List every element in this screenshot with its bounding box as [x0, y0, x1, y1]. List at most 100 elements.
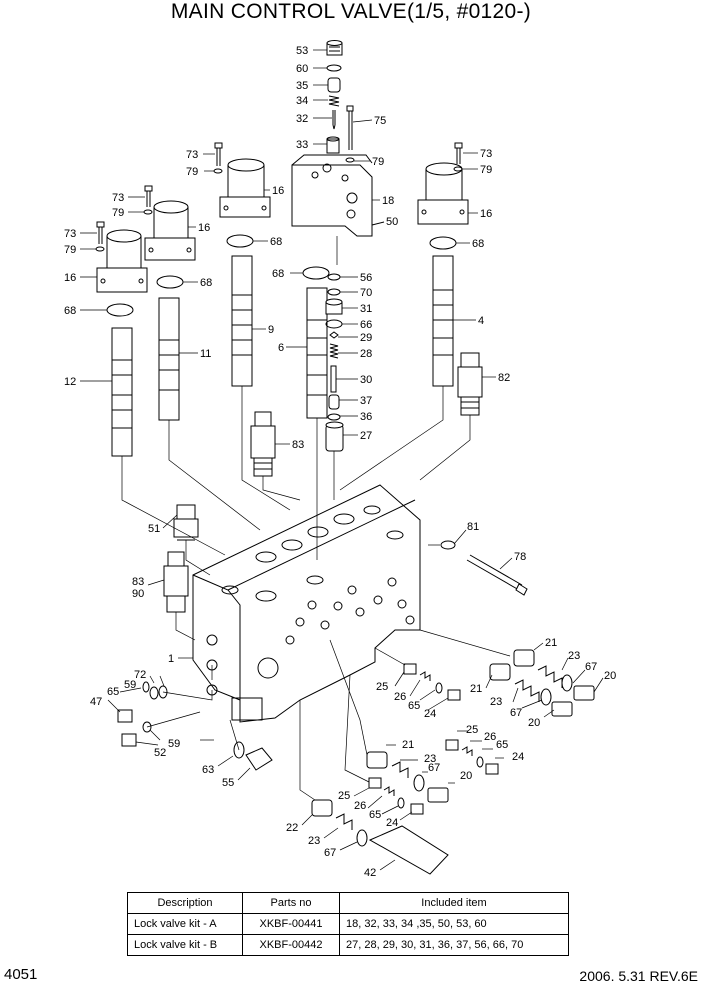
plug-55: [245, 747, 273, 771]
callout-59b: 59: [168, 738, 180, 750]
oring-72: [158, 685, 168, 699]
spring-23d: [335, 813, 353, 830]
callout-27: 27: [360, 430, 372, 442]
plug-42: [368, 825, 449, 875]
poppet-21b: [489, 663, 511, 681]
sleeve-27: [325, 421, 344, 452]
callout-22: 22: [286, 822, 298, 834]
callout-29: 29: [360, 332, 372, 344]
plug-20a: [573, 685, 595, 701]
kit-included-items: 18, 32, 33, 34 ,35, 50, 53, 60: [339, 913, 569, 935]
callout-67c: 67: [428, 762, 440, 774]
callout-21c: 21: [402, 739, 414, 751]
callout-47: 47: [90, 696, 102, 708]
poppet-21a: [513, 649, 535, 667]
page-title: MAIN CONTROL VALVE(1/5, #0120-): [170, 0, 532, 23]
callout-28: 28: [360, 348, 372, 360]
callout-34: 34: [296, 95, 308, 107]
callout-4: 4: [478, 315, 484, 327]
spring-26c: [383, 786, 395, 796]
cover-16-a: [219, 158, 271, 218]
kit-parts-no: XKBF-00442: [242, 934, 340, 956]
callout-9: 9: [268, 324, 274, 336]
oring-36: [327, 413, 341, 421]
spring-26b: [461, 746, 473, 756]
callout-18: 18: [382, 195, 394, 207]
callout-25b: 25: [338, 790, 350, 802]
top-plug-53: [326, 40, 343, 56]
spool-11: [158, 297, 180, 421]
callout-82: 82: [498, 372, 510, 384]
callout-73d: 73: [480, 148, 492, 160]
oring-68d: [302, 266, 330, 280]
spool-6: [306, 287, 328, 419]
callout-23b: 23: [490, 696, 502, 708]
callout-6: 6: [278, 342, 284, 354]
kit-header-parts-no: Parts no: [242, 892, 340, 914]
cover-16-d: [417, 162, 469, 225]
callout-26c: 26: [354, 800, 366, 812]
callout-16b: 16: [198, 222, 210, 234]
callout-24b: 24: [512, 751, 524, 763]
callout-68e: 68: [64, 305, 76, 317]
lock-valve-kit-table: Description Parts no Included item Lock …: [127, 892, 569, 956]
callout-63: 63: [202, 764, 214, 776]
bolt-73d: [454, 142, 463, 164]
leader-lines: [80, 49, 604, 871]
plug-20c: [427, 787, 449, 803]
page-number: 4051: [4, 966, 38, 983]
spring-23a: [537, 665, 563, 688]
callout-59a: 59: [124, 679, 136, 691]
oring-68e: [106, 303, 134, 317]
callout-65b: 65: [408, 700, 420, 712]
callout-73b: 73: [112, 192, 124, 204]
oring-60: [326, 64, 342, 72]
kit-header-included-item: Included item: [339, 892, 569, 914]
plug-24a: [447, 689, 461, 701]
callout-90: 90: [132, 588, 144, 600]
callout-25a: 25: [376, 681, 388, 693]
poppet-25a: [403, 663, 417, 675]
cover-16-c: [96, 229, 148, 293]
kit-description: Lock valve kit - A: [127, 913, 243, 935]
washer-79b: [213, 168, 223, 174]
callout-79b: 79: [186, 166, 198, 178]
callout-70: 70: [360, 287, 372, 299]
ball-29: [329, 331, 339, 339]
oring-65c: [397, 797, 405, 809]
washer-81: [440, 540, 456, 550]
callout-79a: 79: [372, 156, 384, 168]
callout-68c: 68: [200, 277, 212, 289]
spool-4: [432, 255, 454, 387]
oring-67a: [561, 674, 573, 692]
callout-36: 36: [360, 411, 372, 423]
poppet-37: [328, 394, 340, 410]
callout-32: 32: [296, 113, 308, 125]
kit-description: Lock valve kit - B: [127, 934, 243, 956]
pin-32: [332, 110, 336, 130]
callout-68a: 68: [270, 236, 282, 248]
callout-25c: 25: [466, 724, 478, 736]
callout-50: 50: [386, 216, 398, 228]
table-row: Lock valve kit - A XKBF-00441 18, 32, 33…: [127, 913, 569, 935]
oring-68a: [226, 234, 254, 248]
callout-16c: 16: [64, 272, 76, 284]
callout-26a: 26: [394, 691, 406, 703]
callout-73c: 73: [64, 228, 76, 240]
callout-33: 33: [296, 139, 308, 151]
plug-52: [121, 733, 137, 747]
callout-68d: 68: [272, 268, 284, 280]
callout-67a: 67: [585, 661, 597, 673]
oring-65-left: [142, 681, 150, 693]
spring-26a: [419, 671, 431, 681]
washer-79a: [345, 157, 355, 163]
callout-79e: 79: [480, 164, 492, 176]
callout-81: 81: [467, 521, 479, 533]
oring-63: [233, 741, 245, 759]
date-revision: 2006. 5.31 REV.6E: [579, 968, 698, 984]
plug-33: [326, 136, 340, 154]
oring-67b: [540, 688, 552, 706]
bolt-73a: [214, 142, 223, 166]
callout-26b: 26: [484, 731, 496, 743]
